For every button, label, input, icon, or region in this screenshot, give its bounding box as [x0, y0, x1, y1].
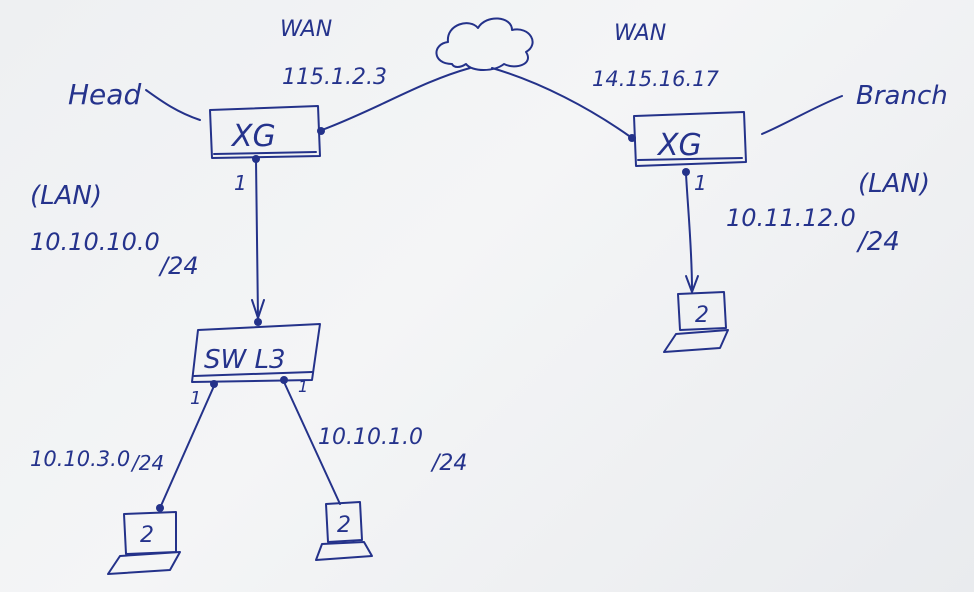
head-port-number: 1: [234, 171, 247, 195]
branch-lan-subnet: 10.11.12.0: [726, 204, 856, 232]
left-subnet-mask: /24: [130, 451, 164, 475]
head-wan-ip: 115.1.2.3: [282, 65, 387, 90]
laptop-left-number: 2: [140, 523, 154, 548]
branch-lan-mask: /24: [856, 227, 900, 257]
head-device-label: XG: [230, 119, 276, 154]
wan-link-head: [321, 67, 471, 131]
branch-wan-ip: 14.15.16.17: [592, 67, 720, 91]
right-subnet-mask: /24: [430, 451, 467, 476]
switch-to-mid-laptop-link: [283, 381, 341, 505]
switch-port-right-number: 1: [298, 377, 308, 396]
branch-lan-label: (LAN): [858, 169, 930, 199]
head-site-label: Head: [68, 78, 141, 111]
branch-pointer-line: [761, 95, 843, 135]
branch-port-number: 1: [694, 171, 707, 195]
laptop-icon: [663, 291, 729, 353]
laptop-icon: [107, 511, 181, 575]
laptop-right-number: 2: [695, 303, 709, 328]
laptop-mid-number: 2: [337, 513, 351, 538]
head-lan-label: (LAN): [30, 181, 102, 211]
head-lan-subnet: 10.10.10.0: [30, 228, 160, 256]
switch-label: SW L3: [204, 345, 286, 375]
branch-xg-device: [628, 111, 747, 176]
switch-port-left-number: 1: [190, 388, 201, 409]
head-xg-device: [209, 105, 325, 163]
right-subnet: 10.10.1.0: [318, 425, 423, 450]
head-pointer-line: [145, 89, 201, 121]
left-subnet: 10.10.3.0: [30, 447, 130, 471]
branch-site-label: Branch: [856, 81, 948, 111]
laptop-icon: [315, 501, 373, 561]
wan-right-label: WAN: [614, 21, 666, 46]
branch-arrow-head: [685, 275, 699, 293]
branch-to-laptop-link: [685, 173, 693, 291]
switch-l3-device: [191, 318, 321, 388]
branch-device-label: XG: [656, 128, 702, 163]
head-to-switch-link: [255, 159, 259, 319]
head-lan-mask: /24: [158, 252, 199, 280]
wan-left-label: WAN: [280, 17, 332, 42]
wan-link-branch: [491, 67, 633, 139]
switch-to-left-laptop-link: [159, 385, 215, 509]
cloud-icon: [435, 17, 534, 71]
